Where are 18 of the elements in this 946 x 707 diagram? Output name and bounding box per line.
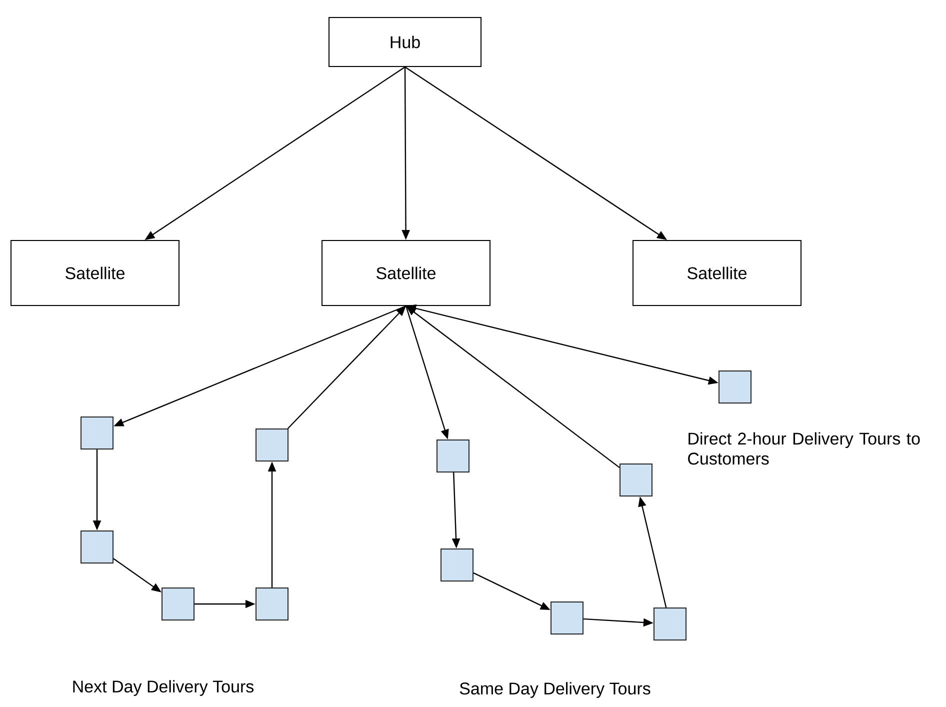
group-label: Same Day Delivery Tours (460, 682, 650, 698)
process-box: Satellite (10, 240, 180, 306)
square-node (440, 548, 474, 582)
square-node (80, 530, 114, 564)
square-node (550, 602, 584, 634)
process-box: Satellite (632, 240, 802, 306)
square-node (718, 370, 752, 404)
node-caption: Direct 2-hour Delivery Tours to Customers (688, 432, 920, 465)
group-label: Next Day Delivery Tours (73, 680, 254, 696)
square-node (620, 464, 652, 496)
square-node (654, 608, 686, 640)
process-box: Hub (328, 17, 482, 67)
square-node (80, 416, 114, 450)
square-node (162, 588, 194, 620)
square-node (436, 440, 470, 472)
process-box: Satellite (322, 240, 490, 306)
square-node (256, 588, 288, 620)
square-node (256, 428, 288, 462)
